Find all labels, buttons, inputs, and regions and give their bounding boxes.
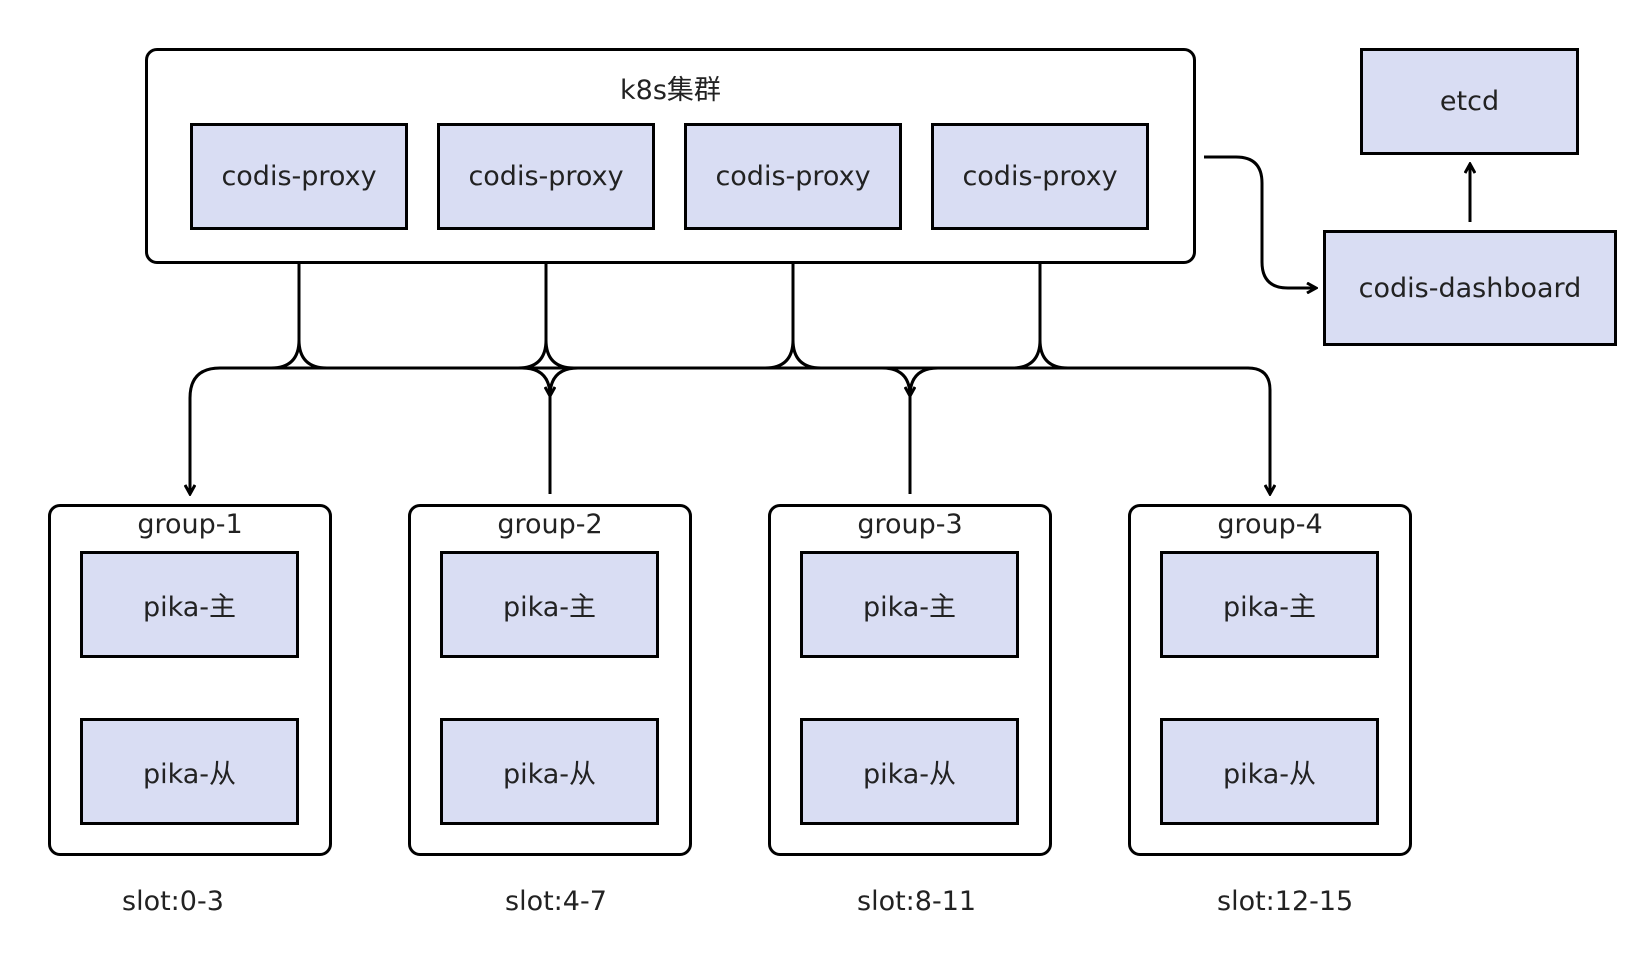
group-3-pika-master: pika-主 bbox=[800, 551, 1019, 658]
bus-to-group-1 bbox=[190, 366, 221, 494]
group-4-slot-label: slot:12-15 bbox=[1217, 886, 1354, 917]
group-4-pika-slave: pika-从 bbox=[1160, 718, 1379, 825]
group-3-slot-label: slot:8-11 bbox=[857, 886, 977, 917]
group-1-title: group-1 bbox=[137, 509, 243, 540]
bus-to-group-4 bbox=[1247, 366, 1270, 494]
cluster-to-dashboard-arrow bbox=[1204, 155, 1316, 288]
codis-proxy-2: codis-proxy bbox=[437, 123, 655, 230]
codis-proxy-3: codis-proxy bbox=[684, 123, 902, 230]
group-1-pika-slave: pika-从 bbox=[80, 718, 299, 825]
group-1-slot-label: slot:0-3 bbox=[122, 886, 224, 917]
group-3-title: group-3 bbox=[857, 509, 963, 540]
group-2-slot-label: slot:4-7 bbox=[505, 886, 607, 917]
group-1-pika-master: pika-主 bbox=[80, 551, 299, 658]
codis-proxy-1: codis-proxy bbox=[190, 123, 408, 230]
k8s-cluster-title: k8s集群 bbox=[620, 75, 721, 106]
bus-to-group-2 bbox=[521, 366, 579, 494]
bus-to-group-3 bbox=[881, 366, 939, 494]
group-2-title: group-2 bbox=[497, 509, 603, 540]
etcd-node: etcd bbox=[1360, 48, 1579, 155]
proxy-4-drop bbox=[1011, 236, 1069, 370]
proxy-3-drop bbox=[764, 236, 822, 370]
group-4-pika-master: pika-主 bbox=[1160, 551, 1379, 658]
group-3-pika-slave: pika-从 bbox=[800, 718, 1019, 825]
codis-proxy-4: codis-proxy bbox=[931, 123, 1149, 230]
group-4-title: group-4 bbox=[1217, 509, 1323, 540]
codis-dashboard-node: codis-dashboard bbox=[1323, 230, 1617, 346]
group-2-pika-master: pika-主 bbox=[440, 551, 659, 658]
group-2-pika-slave: pika-从 bbox=[440, 718, 659, 825]
proxy-1-drop bbox=[270, 236, 328, 370]
